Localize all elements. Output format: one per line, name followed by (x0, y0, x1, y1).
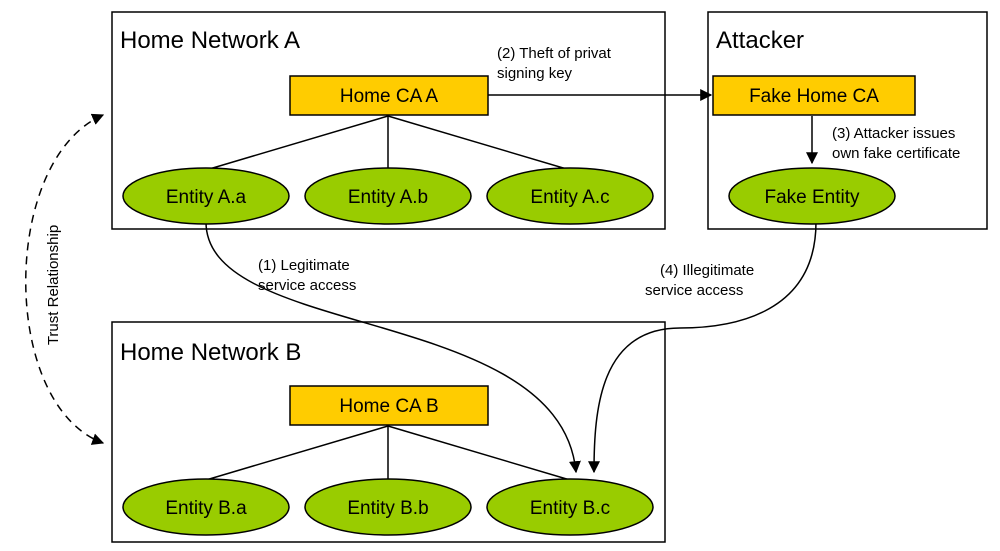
step1-label-line1: (1) Legitimate (258, 257, 350, 274)
entity-b-a-label: Entity B.a (165, 498, 247, 519)
network-a-tree-lines (205, 115, 571, 171)
entity-a-a-label: Entity A.a (166, 187, 247, 208)
entity-b-b-label: Entity B.b (347, 498, 428, 519)
step3-label-line1: (3) Attacker issues (832, 125, 955, 142)
home-ca-b-label: Home CA B (339, 396, 438, 417)
trust-relationship-arrow (25, 113, 105, 445)
fake-entity-node (728, 167, 896, 225)
step4-label-line1: (4) Illegitimate (660, 262, 754, 279)
entity-a-a-node (122, 167, 290, 225)
home-ca-b-node (289, 385, 489, 426)
entity-a-c-label: Entity A.c (530, 187, 609, 208)
home-network-a-title: Home Network A (120, 27, 300, 54)
network-b-tree-lines (205, 425, 571, 481)
attacker-title: Attacker (716, 27, 804, 54)
step1-label-line2: service access (258, 277, 356, 294)
fake-entity-label: Fake Entity (764, 187, 860, 208)
entity-b-c-node (486, 478, 654, 536)
entity-a-b-label: Entity A.b (348, 187, 428, 208)
step2-label-line2: signing key (497, 65, 573, 82)
step3-label-line2: own fake certificate (832, 145, 960, 162)
home-ca-a-node (289, 75, 489, 116)
entity-b-a-node (122, 478, 290, 536)
step2-label-line1: (2) Theft of privat (497, 45, 612, 62)
entity-b-b-node (304, 478, 472, 536)
illegitimate-access-arrow (588, 221, 817, 474)
trust-relationship-label: Trust Relationship (45, 225, 62, 345)
step4-label-line2: service access (645, 282, 743, 299)
home-network-b-title: Home Network B (120, 339, 301, 366)
home-ca-a-label: Home CA A (340, 86, 439, 107)
fake-home-ca-label: Fake Home CA (749, 86, 879, 107)
entity-a-c-node (486, 167, 654, 225)
entity-b-c-label: Entity B.c (530, 498, 610, 519)
fake-home-ca-node (712, 75, 916, 116)
entity-a-b-node (304, 167, 472, 225)
legitimate-access-arrow (205, 221, 581, 474)
